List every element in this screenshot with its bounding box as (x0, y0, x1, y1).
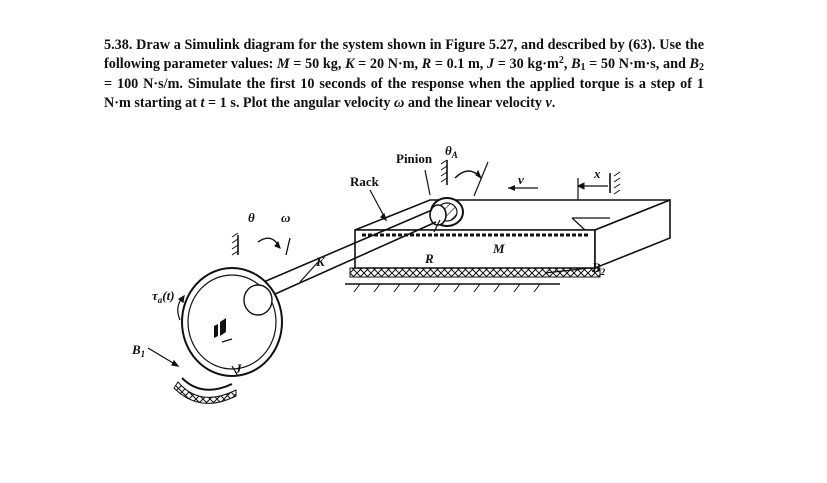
label-theta: θ (248, 210, 255, 225)
inertia-disk (181, 267, 283, 377)
var-J: J (487, 56, 495, 73)
label-M: M (492, 241, 505, 256)
var-t: t (200, 94, 205, 111)
label-v: v (518, 172, 524, 187)
var-R: R (421, 56, 432, 73)
label-omega: ω (281, 210, 290, 225)
var-B1: B (571, 56, 581, 73)
pinion-gear (429, 197, 464, 227)
var-v: v (545, 94, 552, 111)
ground-rollers (345, 267, 601, 293)
mass-block (354, 198, 671, 270)
var-M: M (277, 56, 290, 73)
problem-number: 5.38. (104, 37, 133, 54)
var-K: K (345, 56, 355, 73)
x-ground (576, 171, 621, 200)
velocity-arrow (508, 185, 538, 191)
label-pinion: Pinion (396, 151, 433, 166)
var-B2: B (689, 56, 699, 73)
leader-lines (147, 169, 441, 377)
problem-statement: 5.38. Draw a Simulink diagram for the sy… (104, 37, 704, 111)
pinion-ground (440, 159, 489, 197)
label-rack: Rack (350, 174, 380, 189)
label-x: x (593, 166, 601, 181)
label-tau: τa(t) (152, 288, 175, 305)
label-R: R (424, 251, 434, 266)
var-omega: ω (394, 94, 405, 111)
bearing-ground (173, 377, 237, 404)
shaft (244, 209, 437, 304)
label-B1: B1 (131, 342, 145, 359)
label-theta-a: θA (445, 143, 458, 160)
theta-ground (231, 232, 291, 256)
label-B2: B2 (591, 260, 606, 277)
label-J: J (234, 361, 242, 376)
label-K: K (315, 254, 326, 269)
